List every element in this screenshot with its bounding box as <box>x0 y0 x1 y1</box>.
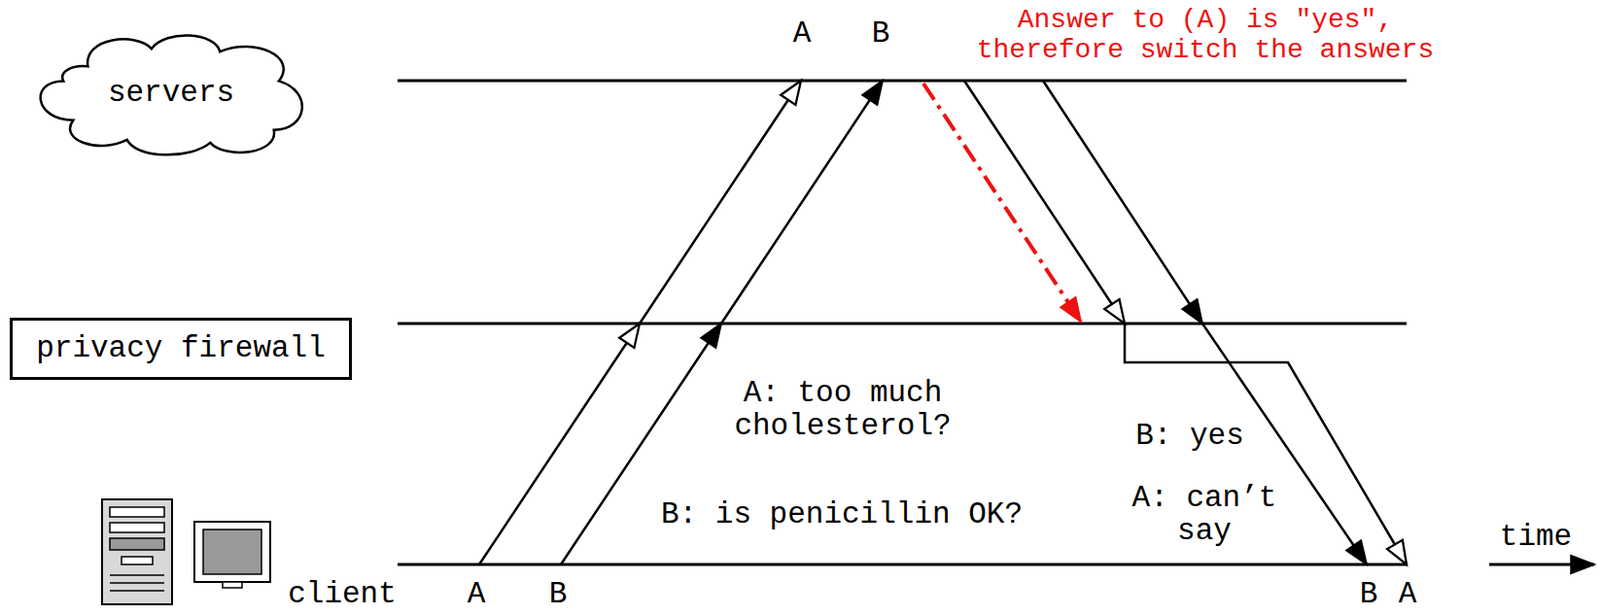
cloud-shape <box>40 34 303 155</box>
timeline-label: B <box>1359 578 1379 612</box>
server-timeline <box>397 79 1407 83</box>
time-arrow <box>1489 563 1595 567</box>
timeline-label: B: yes <box>1135 419 1245 453</box>
timeline-label: A: can’t say <box>1127 482 1282 549</box>
response-b-arrow <box>1043 80 1203 324</box>
timeline-label: client <box>287 578 397 612</box>
timeline-label: A <box>467 578 487 612</box>
firewall-timeline <box>397 322 1407 326</box>
timeline-label: B <box>549 578 568 612</box>
timeline-label: B <box>871 17 891 51</box>
client-timeline <box>397 563 1407 567</box>
request-a-arrow <box>479 323 640 565</box>
cloud-node: servers <box>29 27 314 160</box>
timeline-label: A <box>1398 578 1418 612</box>
response-a-arrow <box>964 80 1125 324</box>
note-text: Answer to (A) is "yes", therefore switch… <box>973 5 1439 67</box>
request-a-arrow <box>639 80 801 324</box>
response-a-arrow <box>1124 323 1407 565</box>
switch-arrow <box>923 83 1081 322</box>
node-text: servers <box>107 76 235 110</box>
request-b-arrow <box>721 80 883 324</box>
timeline-label: time <box>1499 521 1572 555</box>
timeline-label: A <box>793 17 812 51</box>
firewall-box: privacy firewall <box>9 317 352 381</box>
timeline-label: B: is penicillin OK? <box>660 498 1023 532</box>
timeline-label: A: too much cholesterol? <box>730 377 957 444</box>
node-text: privacy firewall <box>35 332 326 366</box>
computer-icon <box>102 499 271 605</box>
